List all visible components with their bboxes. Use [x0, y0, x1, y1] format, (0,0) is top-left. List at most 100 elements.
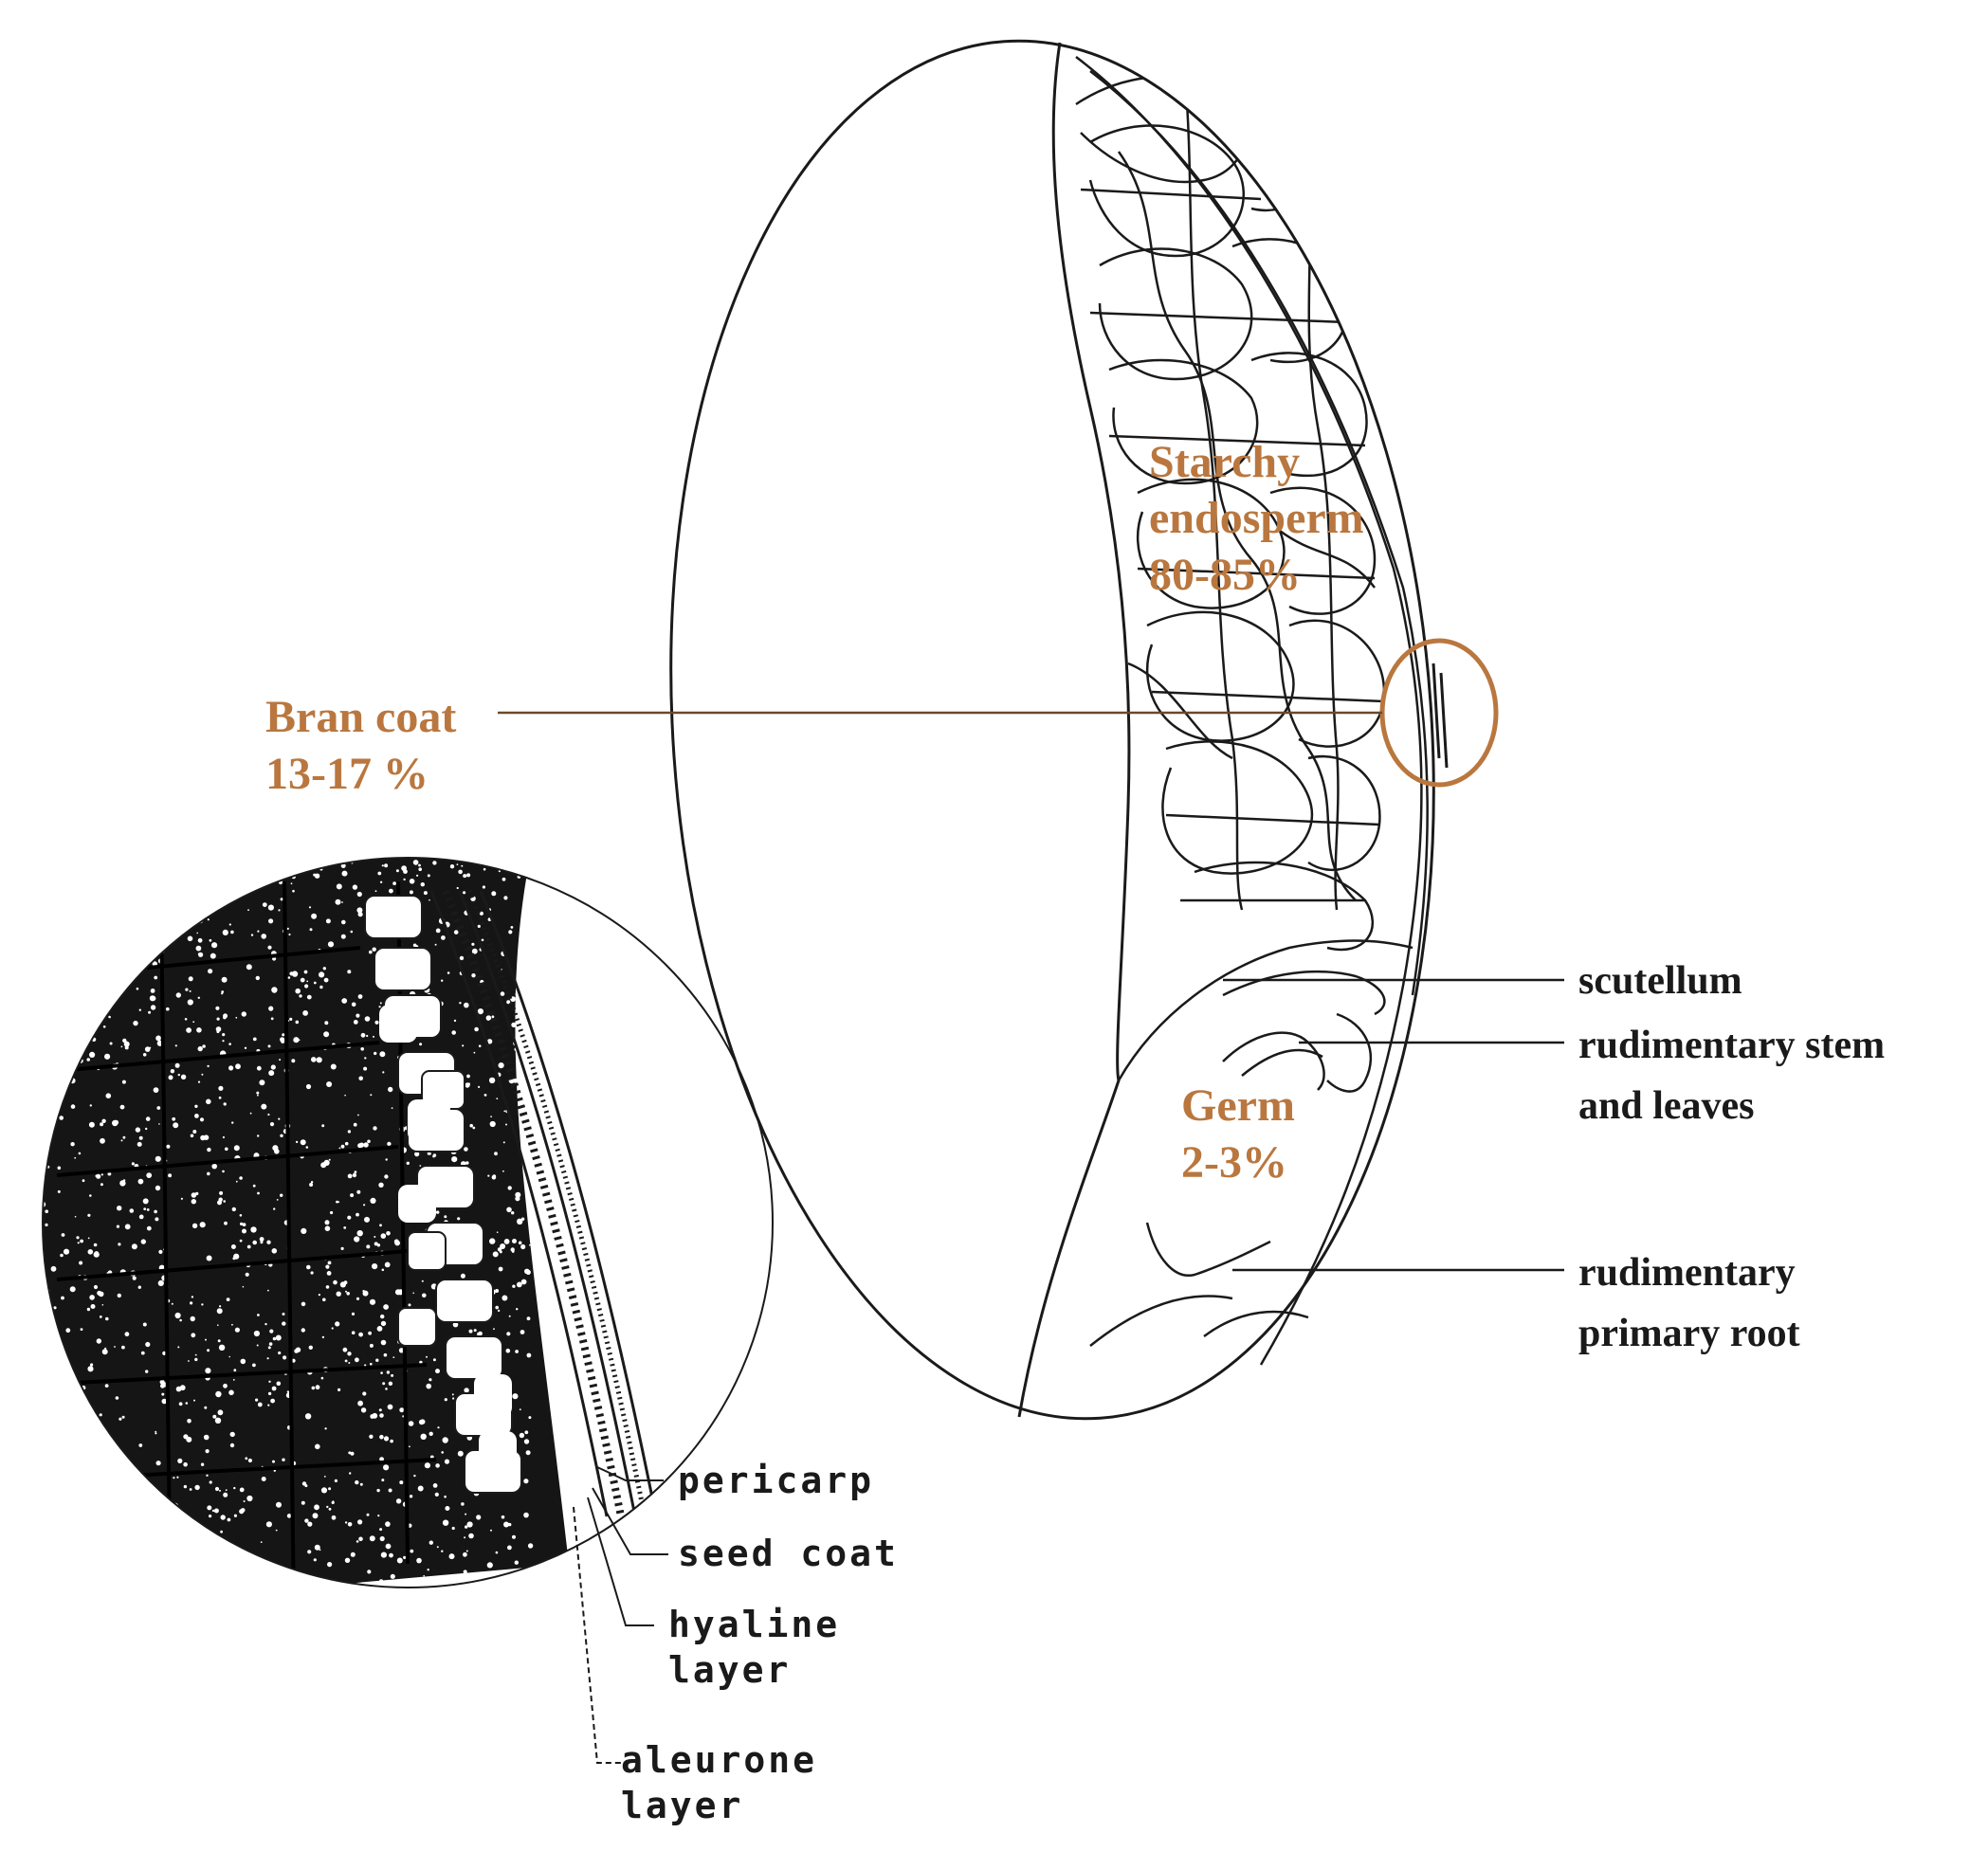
- speckle: [271, 1248, 278, 1254]
- speckle: [396, 1557, 403, 1564]
- speckle: [49, 1333, 56, 1339]
- speckle: [155, 1432, 157, 1435]
- speckle: [379, 880, 383, 883]
- speckle: [73, 1053, 77, 1058]
- speckle: [326, 860, 331, 864]
- speckle: [328, 1158, 331, 1161]
- speckle: [143, 1207, 147, 1210]
- speckle: [506, 1000, 511, 1005]
- rudimentary-stem-label-2: and leaves: [1578, 1084, 1755, 1128]
- speckle: [100, 1137, 105, 1144]
- speckle: [43, 925, 44, 932]
- speckle: [229, 858, 235, 862]
- speckle: [342, 1347, 348, 1352]
- speckle: [501, 1515, 505, 1519]
- speckle: [282, 1458, 285, 1461]
- speckle: [218, 1085, 224, 1091]
- speckle: [266, 1240, 271, 1244]
- speckle: [465, 1550, 468, 1552]
- speckle: [444, 1495, 447, 1498]
- speckle: [252, 1184, 256, 1188]
- speckle: [96, 1338, 102, 1344]
- speckle: [82, 928, 86, 934]
- speckle: [62, 1002, 66, 1006]
- scutellum-label: scutellum: [1578, 959, 1742, 1003]
- speckle: [370, 1362, 373, 1366]
- speckle: [357, 1400, 363, 1406]
- speckle: [494, 1152, 498, 1156]
- speckle: [256, 1065, 262, 1071]
- speckle: [260, 1241, 264, 1244]
- speckle: [162, 1565, 167, 1570]
- speckle: [267, 1391, 272, 1396]
- speckle: [80, 894, 82, 897]
- speckle: [343, 1280, 348, 1285]
- speckle: [136, 942, 139, 946]
- speckle: [72, 969, 77, 973]
- speckle: [311, 913, 318, 919]
- speckle: [112, 1119, 119, 1127]
- speckle: [43, 1391, 46, 1397]
- speckle: [429, 898, 430, 901]
- speckle: [211, 942, 218, 949]
- speckle: [119, 1417, 122, 1421]
- speckle: [309, 928, 313, 932]
- speckle: [451, 1393, 454, 1396]
- speckle: [129, 954, 134, 958]
- speckle: [43, 952, 46, 955]
- speckle: [369, 1535, 375, 1542]
- speckle: [266, 1357, 269, 1360]
- speckle: [111, 940, 115, 944]
- speckle: [37, 950, 41, 953]
- speckle: [242, 1228, 246, 1234]
- speckle: [384, 1261, 391, 1268]
- speckle: [123, 1041, 130, 1047]
- speckle: [175, 1386, 182, 1392]
- speckle: [336, 883, 342, 890]
- speckle: [57, 1435, 61, 1439]
- bran-coat-label-1: Bran coat: [265, 692, 456, 742]
- speckle: [257, 1314, 260, 1316]
- speckle: [351, 1331, 356, 1334]
- speckle: [520, 1330, 525, 1334]
- speckle: [267, 1113, 270, 1116]
- speckle: [350, 1451, 355, 1456]
- speckle: [100, 907, 104, 911]
- speckle: [109, 1042, 113, 1045]
- speckle: [156, 874, 163, 880]
- speckle: [169, 1571, 173, 1575]
- speckle: [269, 1329, 274, 1334]
- speckle: [178, 1402, 183, 1406]
- speckle: [486, 1039, 493, 1044]
- speckle: [374, 1051, 377, 1056]
- speckle: [133, 1520, 139, 1527]
- speckle: [191, 1199, 196, 1205]
- speckle: [235, 1016, 238, 1019]
- speckle: [291, 1059, 296, 1063]
- speckle: [489, 1238, 496, 1244]
- speckle: [221, 992, 224, 995]
- speckle: [384, 1174, 389, 1179]
- speckle: [187, 1419, 192, 1424]
- speckle: [204, 1406, 208, 1409]
- speckle: [252, 1363, 256, 1368]
- speckle: [137, 1141, 142, 1147]
- speckle: [341, 901, 343, 903]
- speckle: [314, 1504, 319, 1511]
- speckle: [368, 1331, 372, 1335]
- speckle: [334, 1479, 337, 1482]
- speckle: [107, 1464, 110, 1468]
- speckle: [320, 1376, 324, 1380]
- speckle: [120, 1503, 126, 1509]
- speckle: [420, 882, 425, 887]
- speckle: [412, 1292, 415, 1295]
- speckle: [235, 1180, 238, 1183]
- speckle: [327, 941, 335, 948]
- speckle: [345, 1290, 347, 1293]
- speckle: [429, 1152, 431, 1155]
- speckle: [413, 1474, 416, 1478]
- speckle: [257, 930, 260, 933]
- speckle: [232, 1379, 235, 1381]
- speckle: [273, 1469, 276, 1472]
- speckle: [81, 1480, 85, 1484]
